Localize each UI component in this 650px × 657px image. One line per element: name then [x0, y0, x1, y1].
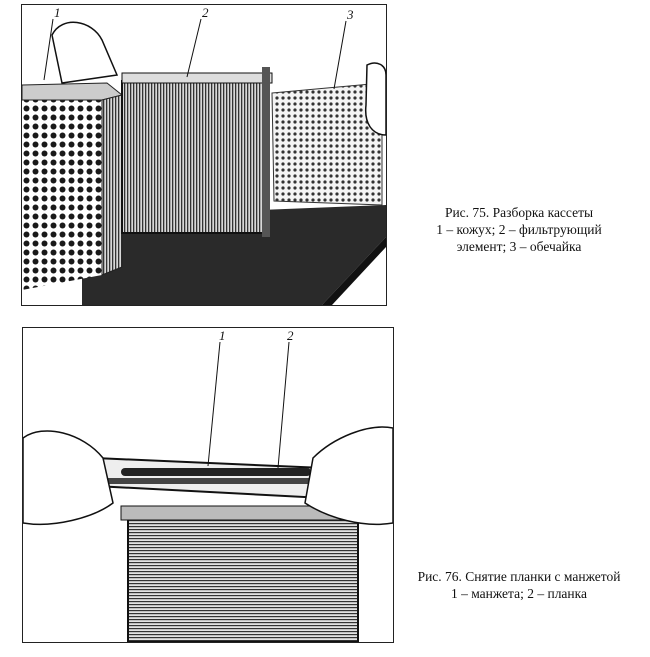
figure-75-caption: Рис. 75. Разборка кассеты 1 – кожух; 2 –…: [414, 204, 624, 255]
figure-76-caption: Рис. 76. Снятие планки с манжетой 1 – ма…: [414, 568, 624, 602]
callout-1: 1: [54, 5, 61, 20]
hand-right: [364, 62, 386, 136]
shell-sleeve: [271, 82, 383, 206]
filter-element: [121, 80, 268, 234]
figure-76-illustration: 1 2: [22, 327, 394, 643]
figure-75-caption-legend: 1 – кожух; 2 – фильтрующий элемент; 3 – …: [436, 222, 602, 254]
callout-1: 1: [219, 328, 226, 343]
cassette-disassembly-drawing: [22, 18, 386, 305]
figure-75-caption-title: Рис. 75. Разборка кассеты: [444, 205, 594, 220]
casing: [22, 100, 102, 290]
callout-2: 2: [287, 328, 294, 343]
cuff: [121, 468, 311, 476]
filter-block: [127, 517, 359, 642]
hand-left: [23, 430, 114, 526]
callout-2: 2: [202, 5, 209, 20]
figure-75-illustration: 1 2 3: [21, 4, 387, 306]
strip-removal-drawing: [23, 341, 393, 642]
hand-right: [304, 426, 393, 526]
hand-left: [51, 21, 119, 84]
figure-76-caption-legend: 1 – манжета; 2 – планка: [450, 586, 587, 601]
figure-76-caption-title: Рис. 76. Снятие планки с манжетой: [417, 569, 621, 584]
callout-3: 3: [347, 7, 354, 22]
